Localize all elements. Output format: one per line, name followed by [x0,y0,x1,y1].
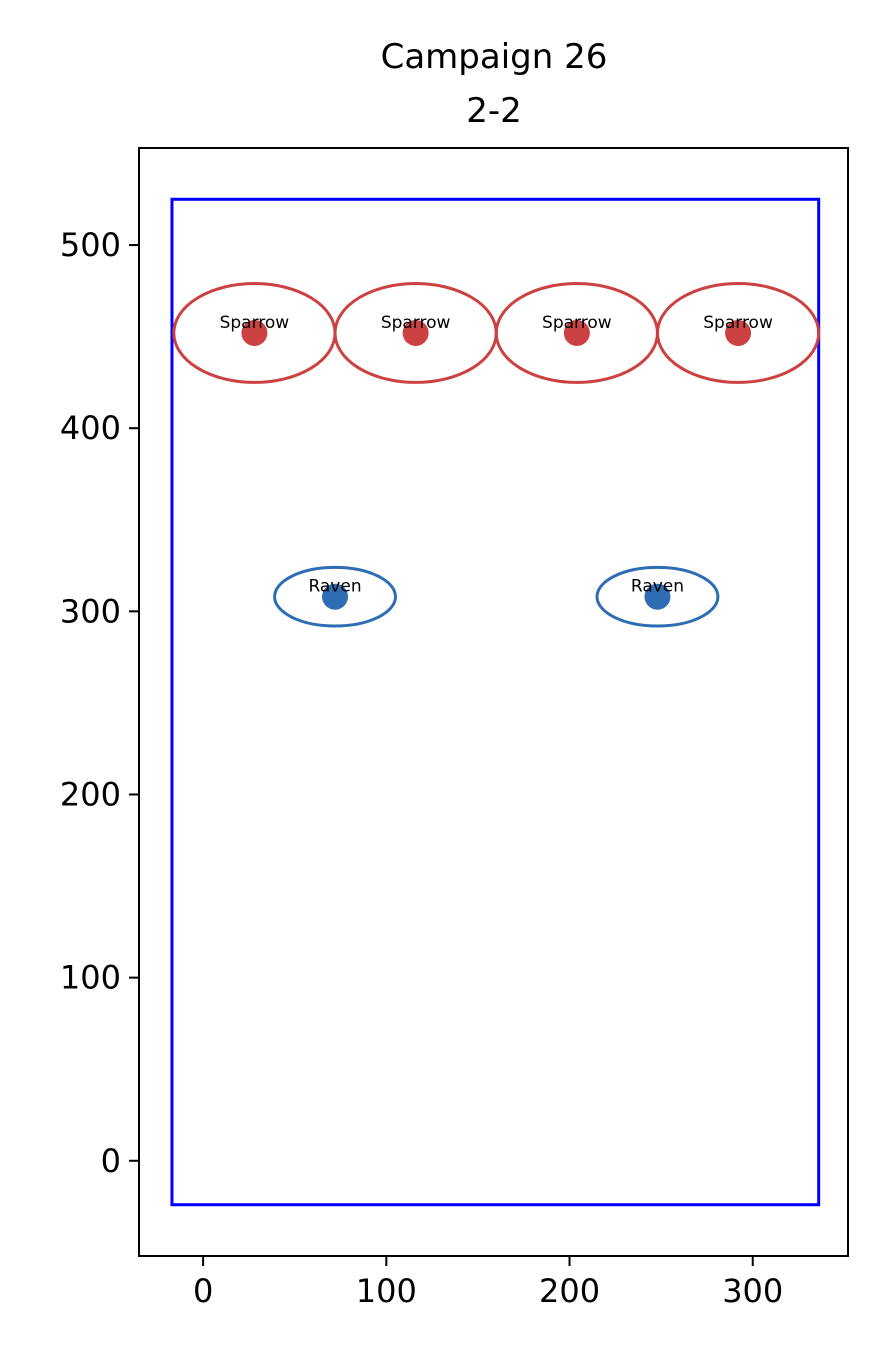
data-point [402,319,429,346]
y-tick-label: 500 [60,226,121,264]
x-tick-label: 100 [356,1272,417,1310]
y-axis: 0 100 200 300 400 500 [60,226,139,1180]
boundary-layer [170,197,821,1207]
y-tick-label: 300 [60,592,121,630]
range-ellipse [273,565,397,628]
chart-title: Campaign 26 [381,37,608,77]
point-label: Sparrow [220,313,290,333]
data-point [644,583,671,610]
point-label: Sparrow [703,313,773,333]
point-label: Sparrow [542,313,612,333]
y-tick-label: 100 [60,959,121,997]
range-ellipse [595,565,720,628]
y-tick-label: 200 [60,775,121,813]
y-tick-label: 400 [60,409,121,447]
point-label: Sparrow [381,313,451,333]
data-point [241,319,268,346]
data-point [322,583,349,610]
x-tick-label: 200 [539,1272,600,1310]
point-label: Raven [631,577,684,597]
x-tick-label: 0 [193,1272,213,1310]
boundary-rect [170,197,821,1207]
range-ellipse [655,282,821,384]
y-tick-label: 0 [101,1142,121,1180]
data-point [725,319,752,346]
chart-subtitle: 2-2 [466,91,522,131]
x-tick-label: 300 [722,1272,783,1310]
x-axis: 0 100 200 300 [193,1256,783,1310]
data-point [563,319,590,346]
point-label: Raven [308,577,361,597]
plot-frame [138,147,849,1257]
